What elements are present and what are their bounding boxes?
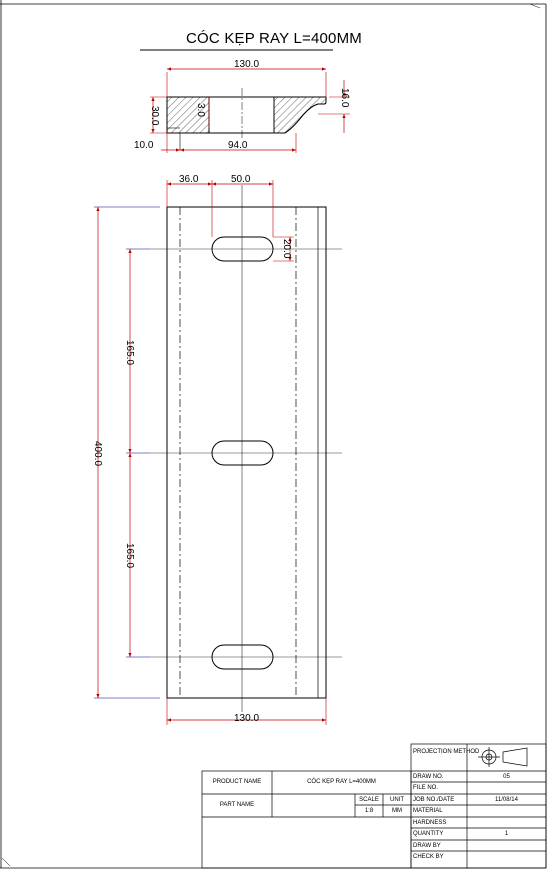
dim-label-total-length: 400.0 [92,441,103,466]
title-block-grid [201,743,547,869]
dim-section-height: 30.0 [149,96,167,134]
unit-value: MM [392,808,402,814]
product-name-value: CÓC KẸP RAY L=400MM [307,779,376,785]
dim-label-slot-width: 20.0 [281,239,292,259]
projection-method-icon [478,747,528,767]
dim-label-bottom-width: 130.0 [234,713,259,724]
dim-bottom-width: 130.0 [166,698,327,725]
quantity-label: QUANTITY [413,831,444,837]
projection-method-label: PROJECTION METHOD [413,749,480,755]
dim-total-length: 400.0 [92,206,160,699]
draw-no-label: DRAW NO. [413,774,444,780]
dim-top-width: 130.0 [166,59,327,97]
dim-label-slot-pitch-upper: 165.0 [124,340,135,365]
dim-label-slot-pitch-lower: 165.0 [124,543,135,568]
dim-slot-pitch: 165.0 165.0 [124,248,150,658]
job-no-label: JOB NO./DATE [413,797,455,803]
dim-label-web-thickness: 3.0 [195,103,206,117]
quantity-value: 1 [504,831,509,837]
draw-by-label: DRAW BY [413,843,441,849]
dim-bottom-section: 10.0 94.0 [134,133,297,153]
scale-label: SCALE [359,797,379,803]
dim-top-height: 16.0 [318,80,350,133]
dim-label-offset-left: 10.0 [134,140,154,151]
cross-section-view [166,88,327,150]
dim-label-section-height: 30.0 [149,106,160,126]
material-label: MATERIAL [413,808,443,814]
dim-label-slot-span: 94.0 [228,140,248,151]
drawing-title: CÓC KẸP RAY L=400MM [186,30,362,47]
dim-label-top-height: 16.0 [339,88,350,108]
unit-label: UNIT [390,797,404,803]
dim-label-edge-to-slot: 36.0 [179,174,199,185]
scale-value: 1:8 [364,808,374,814]
part-name-label: PART NAME [219,802,255,808]
dim-web-thickness: 3.0 [195,97,210,128]
dim-label-slot-length: 50.0 [231,174,251,185]
product-name-label: PRODUCT NAME [212,779,262,785]
dim-slot-width: 20.0 [273,236,294,262]
dim-label-top-width: 130.0 [234,59,259,70]
check-by-label: CHECK BY [413,854,444,860]
draw-no-value: 05 [503,774,510,780]
plan-view [150,185,342,712]
dim-slot-position: 36.0 50.0 [166,174,274,237]
hardness-label: HARDNESS [413,820,447,826]
file-no-label: FILE NO. [413,785,439,791]
job-no-value: 11/08/14 [495,797,518,803]
